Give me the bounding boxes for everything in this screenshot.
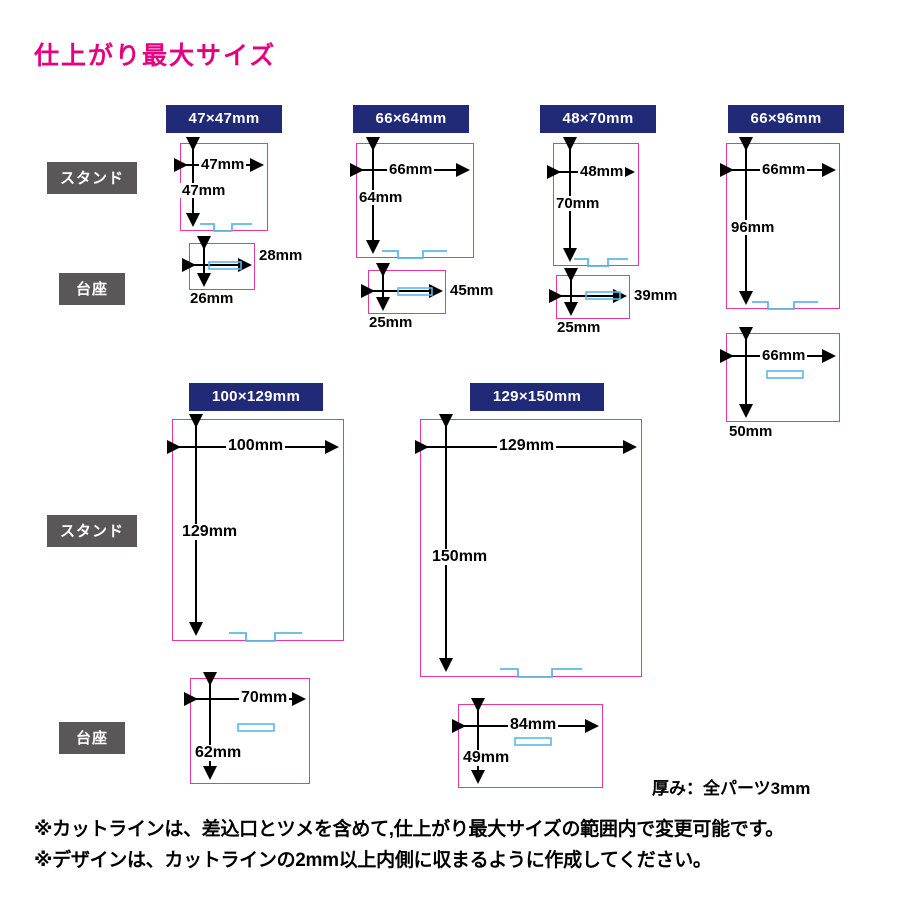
dim-width-47x47: 47mm [199,156,247,173]
dim-height-100x129: 129mm [180,523,240,540]
dim-height-47x47: 47mm [180,182,228,199]
dim-height-base-25a: 25mm [367,314,415,331]
dim-width-66x96: 66mm [760,161,808,178]
badge-66x64: 66×64mm [353,105,469,133]
dim-width-129x150: 129mm [497,437,557,454]
dim-width-base-84: 84mm [508,716,559,733]
base-part-28x26 [189,243,255,290]
dim-height-base-25b: 25mm [555,319,603,336]
dim-height-66x64: 64mm [357,189,405,206]
dim-width-66x64: 66mm [387,161,435,178]
dim-height-129x150: 150mm [430,548,490,565]
dim-width-base-39: 39mm [632,287,680,304]
dim-height-base-49: 49mm [461,749,512,766]
badge-47x47: 47×47mm [166,105,282,133]
row-label-base-bottom: 台座 [59,722,125,754]
dim-width-base-45: 45mm [448,282,496,299]
note-design: ※デザインは、カットラインの2mm以上内側に収まるように作成してください。 [34,850,712,871]
dim-width-48x70: 48mm [578,163,626,180]
base-part-45x25 [368,270,446,314]
thickness-note: 厚み：全パーツ3mm [652,779,811,798]
row-label-base-top: 台座 [59,273,125,305]
row-label-stand-top: スタンド [47,162,137,194]
badge-100x129: 100×129mm [189,383,323,411]
dim-height-base-50: 50mm [727,423,775,440]
stand-part-129x150 [420,419,642,677]
dim-width-base-66: 66mm [760,347,808,364]
page-title: 仕上がり最大サイズ [34,42,277,70]
badge-48x70: 48×70mm [540,105,656,133]
dim-height-base-62: 62mm [193,744,244,761]
note-cutline: ※カットラインは、差込口とツメを含めて,仕上がり最大サイズの範囲内で変更可能です… [34,819,784,840]
badge-66x96: 66×96mm [728,105,844,133]
badge-129x150: 129×150mm [470,383,604,411]
dim-height-66x96: 96mm [729,219,777,236]
dim-height-base-26: 26mm [188,290,236,307]
dim-width-100x129: 100mm [226,437,286,454]
dim-height-48x70: 70mm [554,195,602,212]
dim-width-base-28: 28mm [257,247,305,264]
dim-width-base-70: 70mm [239,689,290,706]
row-label-stand-bottom: スタンド [47,515,137,547]
base-part-39x25 [556,275,630,319]
